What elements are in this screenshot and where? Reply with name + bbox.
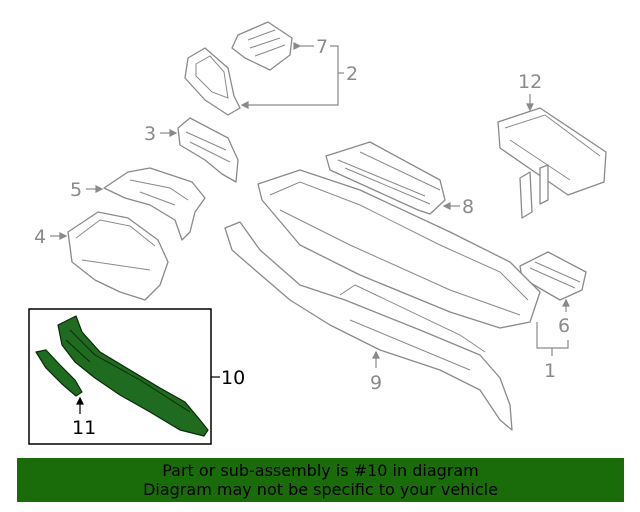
callout-6: 6 (558, 315, 570, 337)
callout-4: 4 (34, 226, 46, 248)
banner-line-2: Diagram may not be specific to your vehi… (143, 480, 498, 499)
part-1-instrument-panel[interactable] (257, 169, 541, 329)
part-4-cluster-hood[interactable] (67, 211, 169, 301)
callout-9: 9 (370, 372, 382, 394)
callout-7: 7 (316, 36, 328, 58)
part-11-highlighted[interactable] (35, 349, 83, 397)
callout-2: 2 (346, 63, 358, 85)
callout-10: 10 (221, 367, 245, 389)
part-10-highlighted[interactable] (57, 315, 209, 437)
part-2-vent-bezel[interactable] (184, 47, 241, 116)
leader-2 (248, 45, 339, 106)
callout-1: 1 (544, 360, 556, 382)
part-5-bracket[interactable] (103, 167, 206, 241)
part-9-lower-panel[interactable] (224, 221, 513, 431)
callout-8: 8 (462, 196, 474, 218)
part-7-vent[interactable] (231, 21, 293, 71)
callout-12: 12 (518, 71, 542, 93)
part-3-trim[interactable] (177, 117, 239, 183)
part-8-center-vent[interactable] (325, 141, 446, 215)
callout-3: 3 (144, 123, 156, 145)
banner-line-1: Part or sub-assembly is #10 in diagram (162, 461, 479, 480)
info-banner: Part or sub-assembly is #10 in diagram D… (17, 458, 624, 502)
callout-5: 5 (70, 179, 82, 201)
callout-11: 11 (72, 417, 96, 439)
part-12-airbag[interactable] (497, 107, 607, 219)
